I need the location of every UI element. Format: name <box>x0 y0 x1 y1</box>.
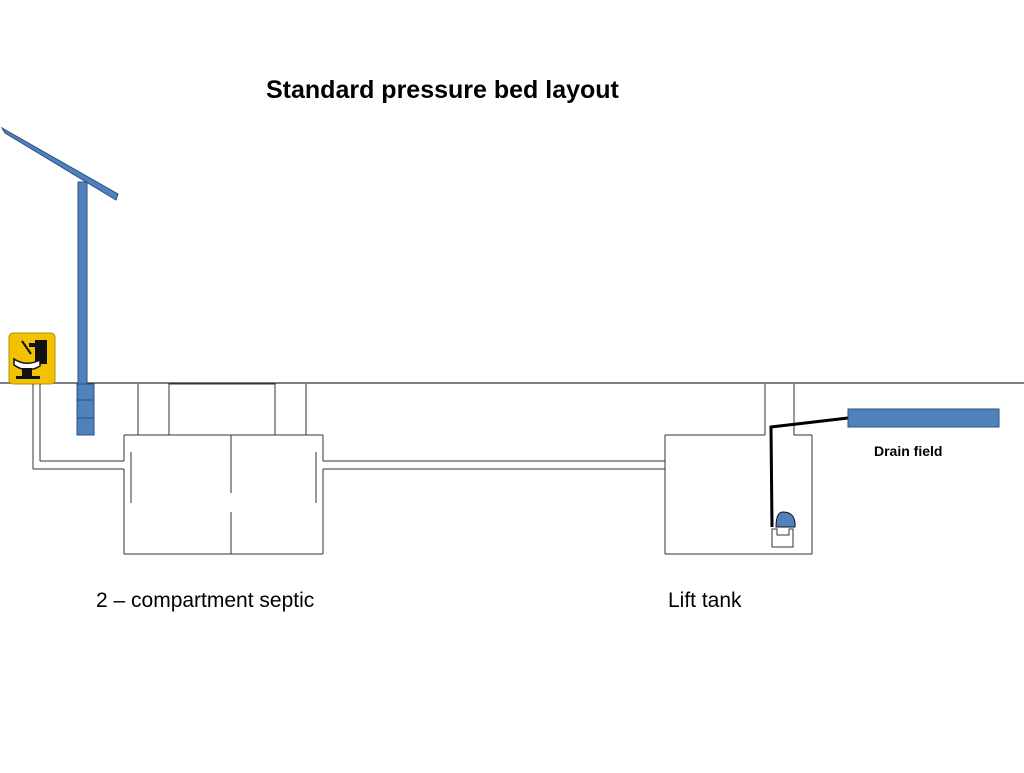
lift-tank-label: Lift tank <box>668 589 742 612</box>
vent-stack <box>0 126 119 436</box>
septic-tank <box>123 383 324 555</box>
pump-icon <box>771 511 796 548</box>
vent-panel-icon <box>0 126 119 201</box>
drain-field-pipe <box>847 408 1000 428</box>
lift-tank <box>664 384 813 555</box>
toilet-icon <box>8 332 56 385</box>
vent-pipe <box>77 181 88 385</box>
drain-field-label: Drain field <box>874 443 943 459</box>
septic-label: 2 – compartment septic <box>96 589 315 612</box>
diagram-title: Standard pressure bed layout <box>266 76 619 104</box>
vent-pipe-lower <box>76 383 95 436</box>
pressure-line <box>769 416 849 528</box>
inlet-pipe <box>32 384 124 470</box>
effluent-pipe <box>323 460 665 470</box>
